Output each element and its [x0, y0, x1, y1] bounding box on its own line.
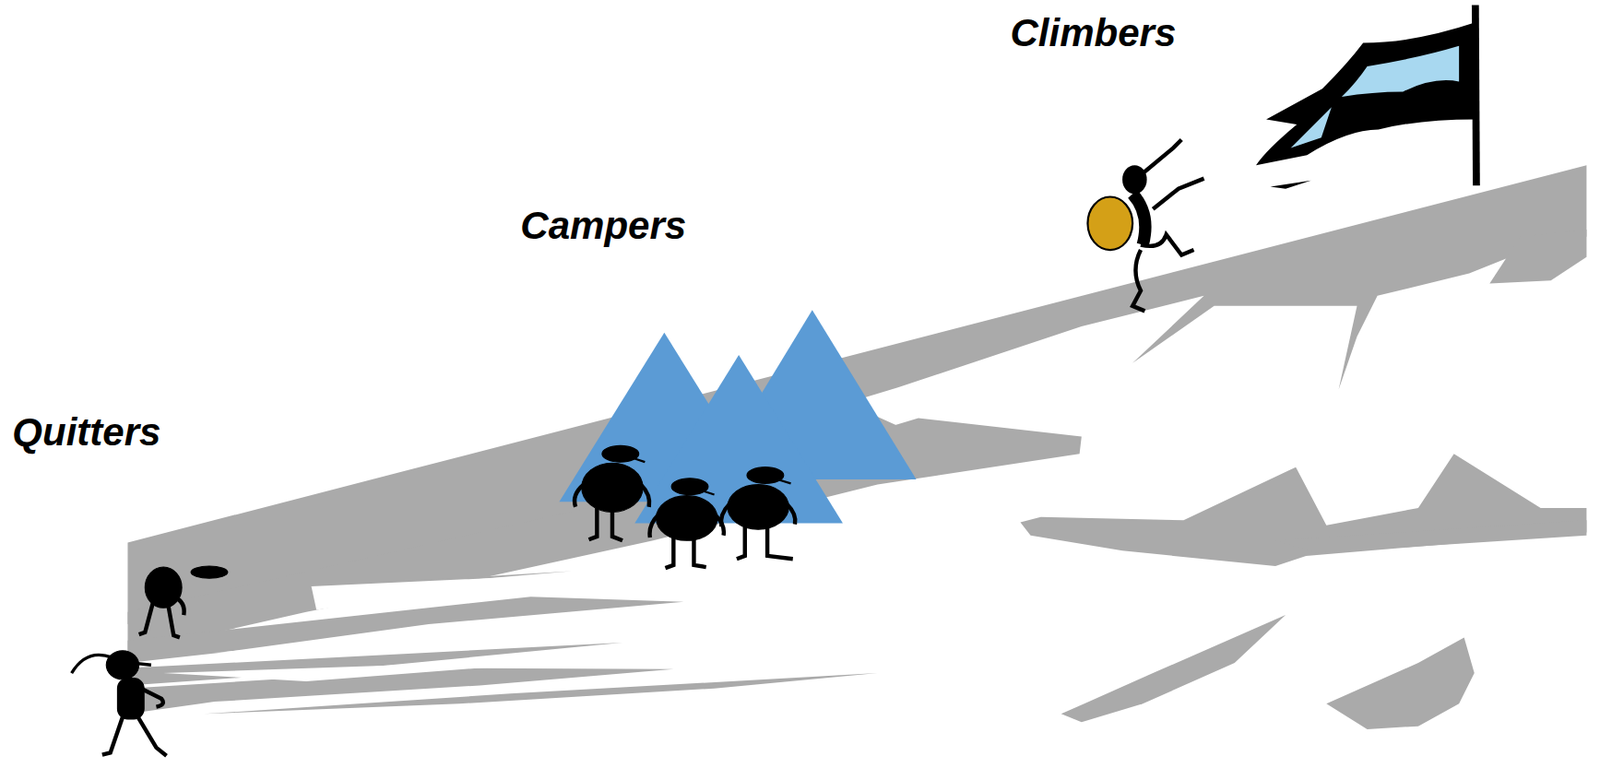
camper-figure-part — [671, 478, 709, 496]
right-ridges — [1019, 453, 1587, 730]
quitter-figure-part — [139, 596, 185, 638]
ridge — [1061, 615, 1286, 723]
flag — [1256, 22, 1476, 166]
quitter-figure-part — [117, 678, 144, 720]
camper-figure-part — [589, 508, 624, 541]
climber-figure-part — [1132, 193, 1146, 245]
main-slope — [127, 165, 1587, 625]
camper-figure-part — [581, 462, 643, 512]
camper-figure-part — [574, 484, 650, 507]
camper-figure — [574, 445, 650, 541]
quitter-figure — [71, 651, 167, 757]
camper-figure-part — [701, 490, 714, 495]
snow-streak — [163, 658, 613, 682]
slope-streak — [127, 418, 1081, 653]
snow-streak — [311, 570, 654, 610]
group-label: Climbers — [1009, 13, 1176, 53]
flag-scrap — [1269, 180, 1311, 190]
quitter-figure-part — [190, 566, 228, 579]
camper-figure — [650, 478, 724, 569]
climber-figure-part — [1122, 165, 1148, 194]
mountain-slope — [127, 165, 1587, 714]
climber-figure — [1087, 140, 1204, 312]
snow-streak — [214, 624, 654, 653]
camper-figure-part — [777, 479, 791, 484]
backpack — [1087, 197, 1133, 251]
quitter-figures — [71, 566, 228, 757]
camper-figure-part — [632, 458, 645, 463]
camper-figure-part — [602, 445, 640, 463]
climber-figure-part — [1132, 234, 1194, 311]
quitter-figure-part — [71, 654, 152, 674]
camper-figure-part — [721, 503, 795, 526]
quitter-figure-part — [106, 651, 139, 680]
camper-figure-part — [727, 484, 789, 530]
flag-highlight — [1291, 46, 1460, 149]
slope-streak — [127, 596, 684, 664]
camper-figure — [721, 467, 795, 560]
camper-figure-part — [736, 525, 794, 560]
camper-figure-part — [664, 536, 706, 569]
summit-flag — [1256, 5, 1477, 190]
slope-streak — [1489, 229, 1587, 285]
quitter-figure — [139, 566, 228, 638]
ridge — [1019, 453, 1587, 567]
camper-figure-part — [650, 515, 724, 538]
ridge — [1326, 637, 1474, 730]
quitter-figure-part — [102, 688, 167, 757]
climber-figure-part — [1142, 140, 1204, 210]
camper-figure-part — [656, 496, 718, 542]
flag-pole — [1475, 5, 1477, 187]
quitter-figure-part — [144, 567, 182, 608]
ridge-streak — [1275, 520, 1587, 553]
group-label: Quitters — [11, 413, 161, 452]
camper-figure-part — [746, 467, 784, 485]
camper-figures — [574, 445, 795, 569]
group-label: Campers — [520, 206, 687, 246]
snow-streak — [877, 352, 1082, 411]
